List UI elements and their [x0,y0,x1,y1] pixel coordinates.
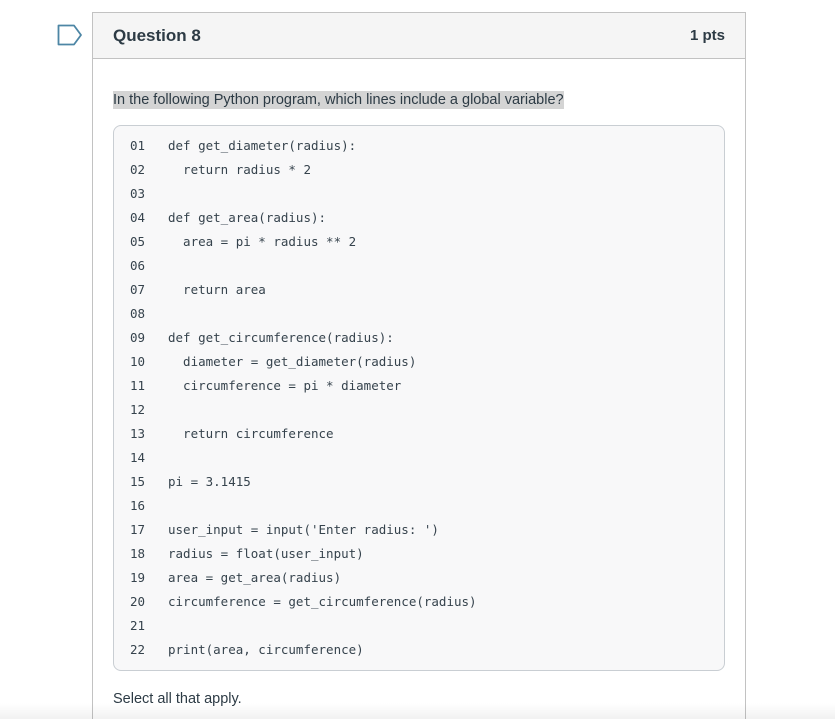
code-line: 18 radius = float(user_input) [130,542,708,566]
highlighted-prompt-text: In the following Python program, which l… [113,91,564,109]
code-line-number: 11 [130,378,146,393]
code-line: 02 return radius * 2 [130,158,708,182]
code-line-source: circumference = get_circumference(radius… [168,594,477,609]
code-line: 15 pi = 3.1415 [130,470,708,494]
code-line-number: 03 [130,186,146,201]
code-line-number: 17 [130,522,146,537]
question-card: Question 8 1 pts In the following Python… [92,12,746,719]
code-line-source: diameter = get_diameter(radius) [168,354,417,369]
code-line-number: 12 [130,402,146,417]
code-line-number: 04 [130,210,146,225]
code-line-source: user_input = input('Enter radius: ') [168,522,439,537]
code-line-source: return area [168,282,266,297]
code-line-number: 19 [130,570,146,585]
code-line-number: 20 [130,594,146,609]
code-line-source: area = get_area(radius) [168,570,342,585]
code-line-source: def get_circumference(radius): [168,330,394,345]
question-title: Question 8 [113,25,201,45]
code-line-number: 01 [130,138,146,153]
code-line: 09 def get_circumference(radius): [130,326,708,350]
code-line-number: 14 [130,450,146,465]
code-line-number: 09 [130,330,146,345]
code-line: 07 return area [130,278,708,302]
code-line: 19 area = get_area(radius) [130,566,708,590]
code-line-number: 15 [130,474,146,489]
code-line: 22 print(area, circumference) [130,638,708,662]
question-body: In the following Python program, which l… [93,59,745,709]
question-prompt: In the following Python program, which l… [113,90,725,110]
question-points-badge: 1 pts [689,27,725,44]
code-line: 20 circumference = get_circumference(rad… [130,590,708,614]
code-line-source: pi = 3.1415 [168,474,251,489]
code-line-number: 05 [130,234,146,249]
code-line: 08 [130,302,708,326]
code-line-number: 21 [130,618,146,633]
code-line-source: return radius * 2 [168,162,311,177]
code-line-number: 10 [130,354,146,369]
code-line: 10 diameter = get_diameter(radius) [130,350,708,374]
code-line-number: 18 [130,546,146,561]
code-line-source: radius = float(user_input) [168,546,364,561]
code-line: 11 circumference = pi * diameter [130,374,708,398]
code-line-number: 06 [130,258,146,273]
code-line: 14 [130,446,708,470]
code-line-number: 07 [130,282,146,297]
code-line: 12 [130,398,708,422]
code-line-source: circumference = pi * diameter [168,378,402,393]
code-line: 06 [130,254,708,278]
code-line-number: 08 [130,306,146,321]
code-line-number: 22 [130,642,146,657]
code-line: 13 return circumference [130,422,708,446]
code-line-source: def get_diameter(radius): [168,138,357,153]
code-line-number: 02 [130,162,146,177]
code-line-source: print(area, circumference) [168,642,364,657]
code-line-number: 16 [130,498,146,513]
select-all-instruction: Select all that apply. [113,691,242,707]
code-line-source: return circumference [168,426,334,441]
code-line: 03 [130,182,708,206]
question-header: Question 8 1 pts [93,13,745,59]
code-line: 01 def get_diameter(radius): [130,134,708,158]
flag-icon [57,24,83,46]
code-line: 21 [130,614,708,638]
code-line: 16 [130,494,708,518]
code-line-source: def get_area(radius): [168,210,327,225]
code-line-source: area = pi * radius ** 2 [168,234,357,249]
code-line: 05 area = pi * radius ** 2 [130,230,708,254]
flag-question-button[interactable] [57,24,83,46]
code-line: 04 def get_area(radius): [130,206,708,230]
python-code-block: 01 def get_diameter(radius): 02 return r… [113,125,725,671]
code-line: 17 user_input = input('Enter radius: ') [130,518,708,542]
code-line-number: 13 [130,426,146,441]
